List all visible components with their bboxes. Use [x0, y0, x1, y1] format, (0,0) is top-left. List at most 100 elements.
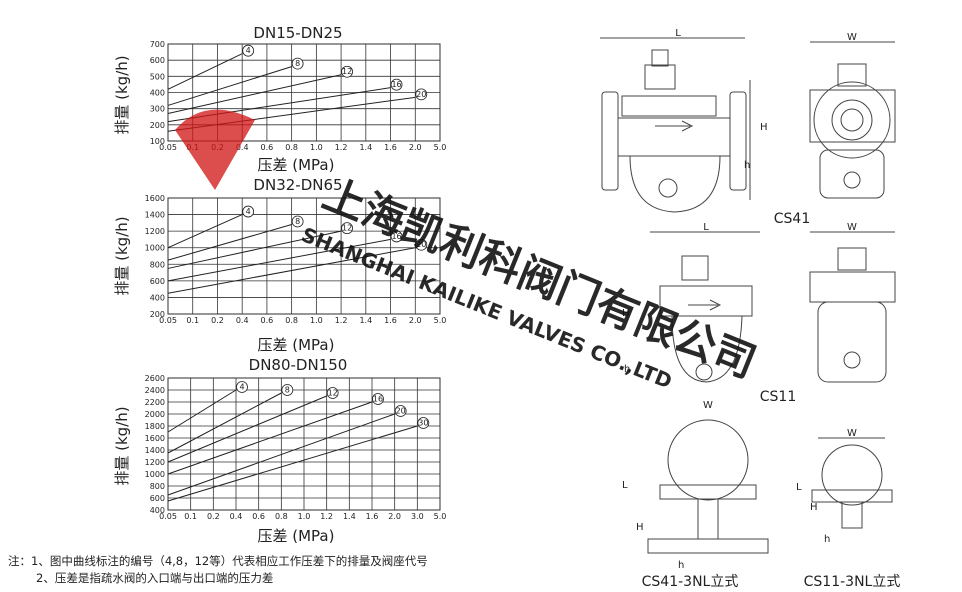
- x-tick-label: 0.6: [252, 512, 265, 521]
- series-label: 20: [416, 90, 426, 99]
- series-marker: [291, 215, 304, 228]
- x-tick-label: 1.6: [366, 512, 379, 521]
- series-marker: [417, 417, 430, 429]
- chart-dn80-dn150: DN80-DN150 排量 (kg/h) 压差 (MPa) 2600240022…: [113, 356, 446, 545]
- x-tick-label: 0.05: [159, 143, 177, 152]
- x-tick-label: 0.4: [230, 512, 243, 521]
- x-tick-label: 1.6: [384, 316, 397, 325]
- y-tick-label: 400: [150, 293, 165, 302]
- y-tick-label: 400: [150, 506, 165, 515]
- y-tick-label: 600: [150, 494, 165, 503]
- x-tick-label: 0.1: [186, 143, 199, 152]
- cs11-side-view: W: [809, 222, 896, 383]
- series-label: 16: [391, 80, 401, 89]
- series-label: 12: [328, 389, 338, 398]
- y-tick-label: 1600: [145, 194, 165, 203]
- series-marker: [242, 205, 255, 218]
- chart-dn15-dn25: DN15-DN25 排量 (kg/h) 压差 (MPa) 70060050040…: [113, 24, 446, 174]
- x-tick-label: 1.6: [384, 143, 397, 152]
- x-tick-label: 3.0: [411, 512, 424, 521]
- y-tick-label: 1000: [145, 470, 165, 479]
- series-line: [167, 247, 416, 294]
- x-tick-label: 5.0: [434, 143, 447, 152]
- cs41-3nl-label: CS41-3NL立式: [642, 574, 739, 590]
- dim-w: W: [847, 428, 857, 439]
- series-marker: [390, 78, 403, 91]
- x-tick-label: 1.4: [359, 143, 372, 152]
- series-line: [167, 395, 327, 463]
- dim-h-lower: h: [824, 534, 830, 545]
- dim-l: L: [675, 28, 681, 39]
- series-line: [167, 413, 395, 496]
- y-tick-label: 1400: [145, 211, 165, 220]
- dim-w: W: [847, 32, 857, 43]
- x-tick-label: 1.4: [343, 512, 356, 521]
- cs11-3nl-view: W L H h CS11-3NL立式: [796, 428, 900, 590]
- x-tick-label: 0.2: [211, 316, 224, 325]
- series-marker: [341, 65, 353, 78]
- x-tick-label: 0.1: [184, 512, 197, 521]
- drawings-area: L H h CS41 W L H h CS11: [600, 28, 900, 590]
- dim-l: L: [796, 482, 802, 493]
- series-marker: [394, 405, 407, 417]
- y-tick-label: 2400: [145, 386, 165, 395]
- x-tick-label: 1.0: [310, 316, 323, 325]
- dim-h-upper: H: [622, 308, 630, 319]
- dim-l: L: [703, 222, 709, 233]
- series-marker: [242, 44, 255, 57]
- y-tick-label: 500: [150, 72, 165, 81]
- cs41-3nl-view: W L H h CS41-3NL立式: [622, 400, 769, 590]
- x-tick-label: 0.4: [236, 316, 249, 325]
- x-tick-label: 0.05: [159, 512, 177, 521]
- x-tick-label: 0.4: [236, 143, 249, 152]
- series-marker: [291, 57, 304, 70]
- x-tick-label: 2.0: [409, 316, 422, 325]
- series-line: [167, 389, 237, 433]
- series-marker: [341, 222, 353, 235]
- series-label: 30: [418, 419, 428, 428]
- cs11-3nl-label: CS11-3NL立式: [804, 574, 901, 590]
- y-axis-label: 排量 (kg/h): [113, 55, 131, 134]
- cs41-front-view: L H h CS41: [600, 28, 810, 227]
- chart-title: DN32-DN65: [253, 176, 342, 194]
- x-tick-label: 5.0: [434, 316, 447, 325]
- series-line: [167, 214, 243, 249]
- series-label: 16: [391, 232, 401, 241]
- dim-h-upper: H: [760, 122, 768, 133]
- series-marker: [281, 384, 294, 396]
- series-label: 8: [295, 217, 300, 226]
- dim-w: W: [703, 400, 713, 411]
- x-tick-label: 0.8: [285, 316, 298, 325]
- y-axis-label: 排量 (kg/h): [113, 406, 131, 485]
- series-marker: [326, 387, 339, 399]
- chart-title: DN80-DN150: [249, 356, 348, 374]
- series-line: [167, 230, 342, 269]
- cs41-side-view: W: [809, 32, 896, 199]
- y-tick-label: 600: [150, 56, 165, 65]
- x-tick-label: 0.05: [159, 316, 177, 325]
- series-label: 4: [246, 46, 251, 55]
- x-tick-label: 0.2: [211, 143, 224, 152]
- series-line: [167, 392, 282, 454]
- series-line: [167, 425, 418, 502]
- chart-dn32-dn65: DN32-DN65 排量 (kg/h) 压差 (MPa) 16001400120…: [113, 176, 446, 354]
- dim-h-lower: h: [624, 364, 630, 375]
- series-marker: [390, 230, 403, 243]
- x-axis-label: 压差 (MPa): [258, 336, 335, 354]
- series-marker: [372, 393, 384, 405]
- series-label: 8: [285, 386, 290, 395]
- y-tick-label: 1800: [145, 422, 165, 431]
- x-tick-label: 0.6: [261, 143, 274, 152]
- x-tick-label: 1.2: [335, 143, 348, 152]
- x-tick-label: 1.2: [335, 316, 348, 325]
- y-tick-label: 600: [150, 277, 165, 286]
- x-tick-label: 0.6: [261, 316, 274, 325]
- x-tick-label: 1.0: [310, 143, 323, 152]
- y-tick-label: 800: [150, 482, 165, 491]
- x-tick-label: 1.2: [320, 512, 333, 521]
- x-tick-label: 0.2: [207, 512, 220, 521]
- series-label: 12: [342, 224, 352, 233]
- series-label: 16: [373, 395, 383, 404]
- note-line-2: 2、压差是指疏水阀的入口端与出口端的压力差: [36, 571, 274, 585]
- x-tick-label: 1.4: [359, 316, 372, 325]
